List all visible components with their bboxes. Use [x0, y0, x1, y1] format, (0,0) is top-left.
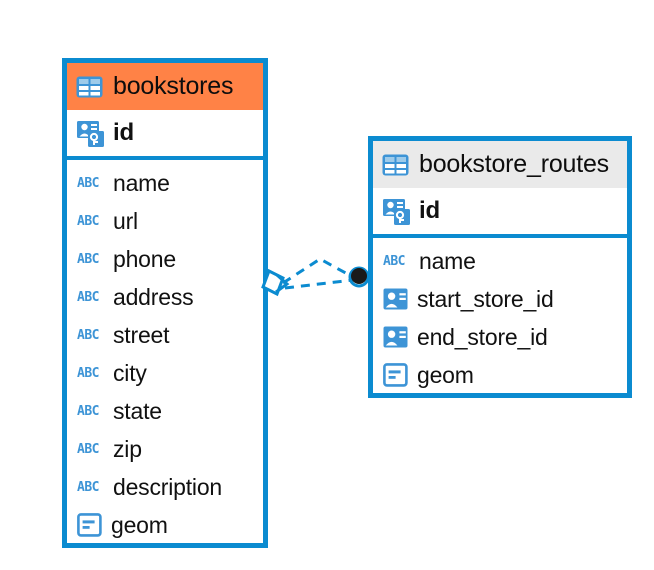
field-row-city[interactable]: ABC city [67, 354, 263, 392]
relationship-line-upper [282, 257, 354, 285]
field-name: phone [113, 245, 176, 272]
filled-circle-endpoint[interactable] [348, 266, 370, 288]
field-name: state [113, 397, 162, 424]
field-name: geom [111, 511, 168, 538]
entity-header-bookstores[interactable]: bookstores [67, 63, 263, 110]
table-icon [76, 76, 103, 98]
abc-text-icon: ABC [77, 365, 99, 381]
field-name: city [113, 359, 147, 386]
abc-text-icon: ABC [77, 441, 99, 457]
field-name: name [113, 169, 170, 196]
field-list-bookstores: ABC name ABC url ABC phone ABC address A… [67, 160, 263, 550]
primary-key-band: id [373, 188, 627, 238]
field-row-state[interactable]: ABC state [67, 392, 263, 430]
geometry-icon [77, 513, 102, 537]
field-name: geom [417, 361, 474, 388]
field-row-zip[interactable]: ABC zip [67, 430, 263, 468]
field-row-id[interactable]: id [67, 110, 263, 156]
entity-header-bookstore-routes[interactable]: bookstore_routes [373, 141, 627, 188]
relationship-line-lower [284, 278, 354, 290]
entity-table-bookstore-routes[interactable]: bookstore_routes [368, 136, 632, 398]
field-row-geom[interactable]: geom [373, 356, 627, 394]
abc-text-icon: ABC [77, 251, 99, 267]
field-row-street[interactable]: ABC street [67, 316, 263, 354]
field-row-geom[interactable]: geom [67, 506, 263, 544]
field-name: description [113, 473, 223, 500]
abc-text-icon: ABC [77, 289, 99, 305]
entity-title: bookstore_routes [419, 150, 609, 178]
abc-text-icon: ABC [77, 327, 99, 343]
field-name: id [419, 197, 440, 224]
geometry-icon [383, 363, 408, 387]
field-name: zip [113, 435, 142, 462]
field-row-address[interactable]: ABC address [67, 278, 263, 316]
foreign-key-icon [383, 288, 408, 310]
field-name: street [113, 321, 170, 348]
primary-key-icon [77, 120, 104, 147]
field-row-phone[interactable]: ABC phone [67, 240, 263, 278]
field-name: start_store_id [417, 285, 554, 312]
abc-text-icon: ABC [77, 479, 99, 495]
field-row-description[interactable]: ABC description [67, 468, 263, 506]
field-name: url [113, 207, 138, 234]
field-row-end-store-id[interactable]: end_store_id [373, 318, 627, 356]
primary-key-icon [383, 198, 410, 225]
field-name: end_store_id [417, 323, 548, 350]
foreign-key-icon [383, 326, 408, 348]
table-icon [382, 154, 409, 176]
abc-text-icon: ABC [77, 403, 99, 419]
field-list-bookstore-routes: ABC name start_store_id [373, 238, 627, 400]
field-row-name[interactable]: ABC name [67, 164, 263, 202]
abc-text-icon: ABC [77, 175, 99, 191]
field-name: id [113, 119, 134, 146]
abc-text-icon: ABC [383, 253, 405, 269]
field-name: name [419, 247, 476, 274]
primary-key-band: id [67, 110, 263, 160]
field-row-url[interactable]: ABC url [67, 202, 263, 240]
field-row-name[interactable]: ABC name [373, 242, 627, 280]
field-row-start-store-id[interactable]: start_store_id [373, 280, 627, 318]
entity-title: bookstores [113, 72, 234, 100]
field-row-id[interactable]: id [373, 188, 627, 234]
entity-table-bookstores[interactable]: bookstores [62, 58, 268, 548]
field-name: address [113, 283, 194, 310]
abc-text-icon: ABC [77, 213, 99, 229]
